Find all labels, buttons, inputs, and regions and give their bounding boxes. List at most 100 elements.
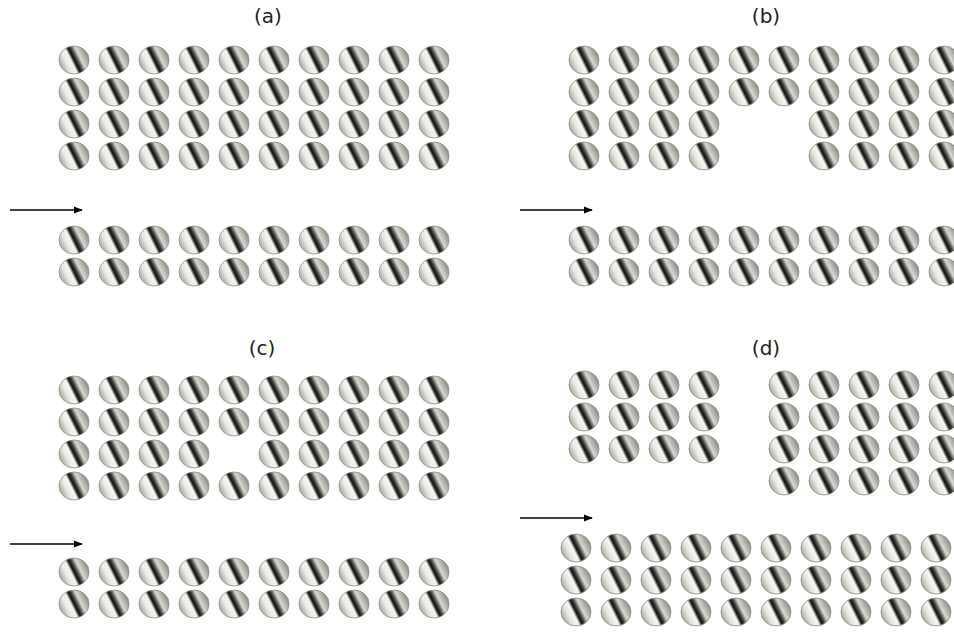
rod-face bbox=[689, 258, 719, 286]
dielectric-rod bbox=[179, 110, 209, 138]
dielectric-rod bbox=[849, 403, 879, 431]
dielectric-rod bbox=[809, 435, 839, 463]
dielectric-rod bbox=[689, 403, 719, 431]
rod-face bbox=[99, 376, 129, 404]
dielectric-rod bbox=[809, 467, 839, 495]
rod-face bbox=[649, 46, 679, 74]
dielectric-rod bbox=[299, 590, 329, 618]
rod-face bbox=[139, 376, 169, 404]
dielectric-rod bbox=[59, 590, 89, 618]
dielectric-rod bbox=[419, 558, 449, 586]
dielectric-rod bbox=[609, 371, 639, 399]
dielectric-rod bbox=[219, 376, 249, 404]
dielectric-rod bbox=[299, 408, 329, 436]
dielectric-rod bbox=[649, 142, 679, 170]
rod-face bbox=[849, 403, 879, 431]
rod-face bbox=[569, 110, 599, 138]
rod-face bbox=[889, 78, 919, 106]
dielectric-rod bbox=[601, 534, 631, 562]
rod-face bbox=[609, 403, 639, 431]
rod-face bbox=[929, 435, 954, 463]
dielectric-rod bbox=[59, 376, 89, 404]
rod-face bbox=[419, 258, 449, 286]
rod-face bbox=[59, 558, 89, 586]
rod-face bbox=[379, 558, 409, 586]
rod-face bbox=[849, 467, 879, 495]
rod-face bbox=[339, 142, 369, 170]
rod-face bbox=[339, 226, 369, 254]
dielectric-rod bbox=[729, 258, 759, 286]
dielectric-rod bbox=[929, 435, 954, 463]
rod-face bbox=[219, 590, 249, 618]
dielectric-rod bbox=[419, 440, 449, 468]
dielectric-rod bbox=[259, 558, 289, 586]
dielectric-rod bbox=[379, 558, 409, 586]
dielectric-rod bbox=[219, 408, 249, 436]
dielectric-rod bbox=[729, 78, 759, 106]
rod-face bbox=[179, 558, 209, 586]
dielectric-rod bbox=[929, 46, 954, 74]
dielectric-rod bbox=[139, 590, 169, 618]
dielectric-rod bbox=[99, 590, 129, 618]
rod-face bbox=[609, 110, 639, 138]
rod-face bbox=[761, 598, 791, 626]
rod-face bbox=[929, 78, 954, 106]
rod-face bbox=[569, 258, 599, 286]
dielectric-rod bbox=[649, 435, 679, 463]
dielectric-rod bbox=[179, 78, 209, 106]
dielectric-rod bbox=[769, 258, 799, 286]
dielectric-rod bbox=[569, 226, 599, 254]
rod-face bbox=[99, 558, 129, 586]
dielectric-rod bbox=[419, 110, 449, 138]
rod-face bbox=[379, 46, 409, 74]
rod-face bbox=[339, 78, 369, 106]
dielectric-rod bbox=[259, 472, 289, 500]
dielectric-rod bbox=[259, 46, 289, 74]
dielectric-rod bbox=[761, 534, 791, 562]
dielectric-rod bbox=[299, 258, 329, 286]
rod-face bbox=[641, 534, 671, 562]
rod-face bbox=[99, 440, 129, 468]
rod-face bbox=[99, 408, 129, 436]
panel-label: (b) bbox=[752, 4, 780, 28]
dielectric-rod bbox=[769, 78, 799, 106]
dielectric-rod bbox=[379, 408, 409, 436]
rod-face bbox=[379, 258, 409, 286]
rod-face bbox=[889, 403, 919, 431]
dielectric-rod bbox=[929, 258, 954, 286]
dielectric-rod bbox=[379, 142, 409, 170]
dielectric-rod bbox=[929, 371, 954, 399]
dielectric-rod bbox=[889, 467, 919, 495]
dielectric-rod bbox=[99, 226, 129, 254]
dielectric-rod bbox=[259, 408, 289, 436]
rod-face bbox=[929, 258, 954, 286]
rod-face bbox=[139, 408, 169, 436]
rod-face bbox=[849, 435, 879, 463]
dielectric-rod bbox=[379, 472, 409, 500]
rod-face bbox=[801, 534, 831, 562]
rod-face bbox=[921, 598, 951, 626]
rod-face bbox=[339, 376, 369, 404]
rod-face bbox=[649, 142, 679, 170]
dielectric-rod bbox=[889, 110, 919, 138]
dielectric-rod bbox=[849, 226, 879, 254]
dielectric-rod bbox=[569, 258, 599, 286]
dielectric-rod bbox=[99, 408, 129, 436]
dielectric-rod bbox=[929, 226, 954, 254]
rod-face bbox=[569, 371, 599, 399]
rod-face bbox=[929, 110, 954, 138]
dielectric-rod bbox=[849, 110, 879, 138]
dielectric-rod bbox=[99, 258, 129, 286]
dielectric-rod bbox=[339, 110, 369, 138]
dielectric-rod bbox=[809, 46, 839, 74]
rod-face bbox=[649, 110, 679, 138]
dielectric-rod bbox=[921, 534, 951, 562]
panel-label: (c) bbox=[249, 336, 276, 360]
rod-face bbox=[729, 46, 759, 74]
dielectric-rod bbox=[259, 78, 289, 106]
dielectric-rod bbox=[601, 566, 631, 594]
rod-face bbox=[849, 371, 879, 399]
rod-face bbox=[769, 467, 799, 495]
rod-face bbox=[259, 440, 289, 468]
rod-face bbox=[929, 467, 954, 495]
